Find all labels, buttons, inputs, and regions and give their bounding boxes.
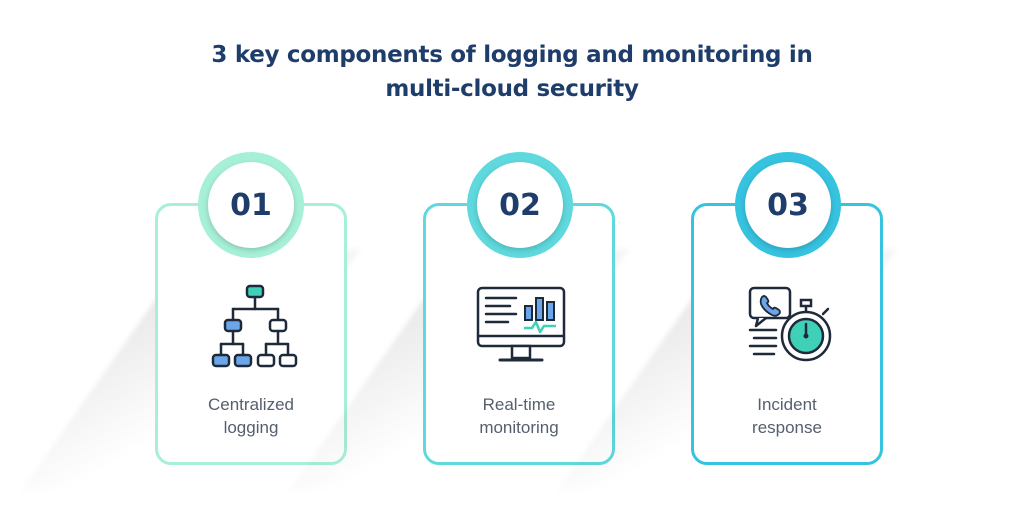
card-2-label: Real-time monitoring: [423, 393, 615, 439]
stopwatch-call-icon: [748, 286, 832, 362]
card-3-badge: 03: [735, 152, 841, 258]
card-1-number: 01: [208, 162, 294, 248]
card-3-label: Incident response: [691, 393, 883, 439]
card-2-badge: 02: [467, 152, 573, 258]
page-title: 3 key components of logging and monitori…: [0, 38, 1024, 106]
card-2-label-line-1: Real-time: [482, 395, 556, 414]
title-line-1: 3 key components of logging and monitori…: [211, 42, 813, 68]
card-3-label-line-1: Incident: [757, 395, 817, 414]
hierarchy-tree-icon: [211, 284, 298, 368]
card-1-label-line-1: Centralized: [208, 395, 294, 414]
card-1-label: Centralized logging: [155, 393, 347, 439]
card-3-label-line-2: response: [752, 418, 822, 437]
card-2-label-line-2: monitoring: [479, 418, 559, 437]
card-3-number: 03: [745, 162, 831, 248]
monitor-dashboard-icon: [476, 286, 566, 362]
card-1-badge: 01: [198, 152, 304, 258]
card-1-label-line-2: logging: [223, 418, 279, 437]
card-2-number: 02: [477, 162, 563, 248]
title-line-2: multi-cloud security: [385, 76, 639, 102]
